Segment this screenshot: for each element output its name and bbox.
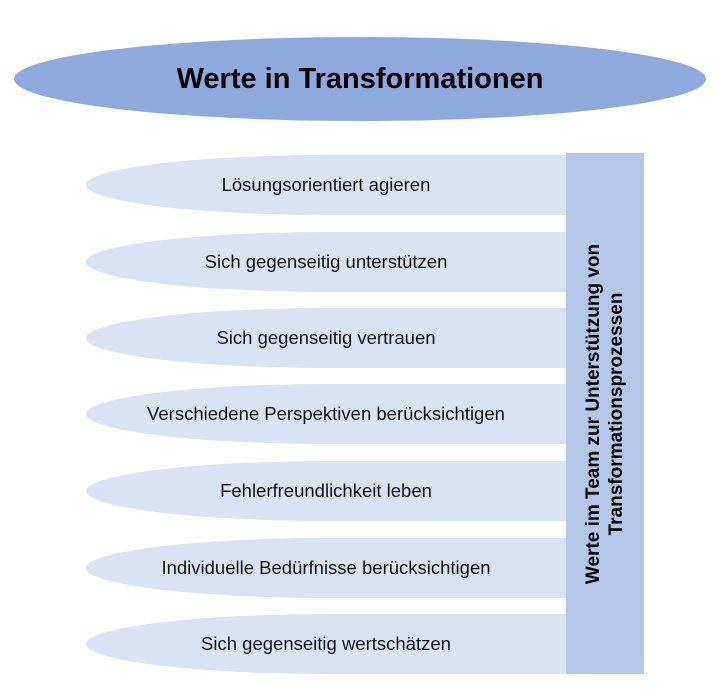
value-label: Sich gegenseitig vertrauen (216, 327, 436, 348)
value-item: Sich gegenseitig wertschätzen (86, 614, 576, 674)
side-label-bar: Werte im Team zur Unterstützung von Tran… (566, 153, 644, 674)
value-item: Sich gegenseitig unterstützen (86, 232, 576, 292)
side-label-line1: Werte im Team zur Unterstützung von (583, 243, 604, 584)
diagram-title: Werte in Transformationen (176, 62, 544, 95)
value-item: Verschiedene Perspektiven berücksichtige… (86, 384, 576, 444)
value-label: Lösungsorientiert agieren (221, 174, 431, 195)
value-item: Sich gegenseitig vertrauen (86, 308, 576, 368)
side-label-line2: Transformationsprozessen (606, 292, 627, 535)
value-item: Individuelle Bedürfnisse berücksichtigen (86, 538, 576, 598)
value-item: Fehlerfreundlichkeit leben (86, 461, 576, 521)
value-label: Individuelle Bedürfnisse berücksichtigen (161, 557, 491, 578)
value-label: Sich gegenseitig wertschätzen (201, 633, 451, 654)
value-label: Sich gegenseitig unterstützen (204, 251, 448, 272)
value-label: Fehlerfreundlichkeit leben (220, 480, 432, 501)
value-item: Lösungsorientiert agieren (86, 155, 576, 215)
title-ellipse: Werte in Transformationen (14, 37, 706, 121)
value-label: Verschiedene Perspektiven berücksichtige… (147, 403, 505, 424)
side-label: Werte im Team zur Unterstützung von Tran… (582, 153, 628, 674)
